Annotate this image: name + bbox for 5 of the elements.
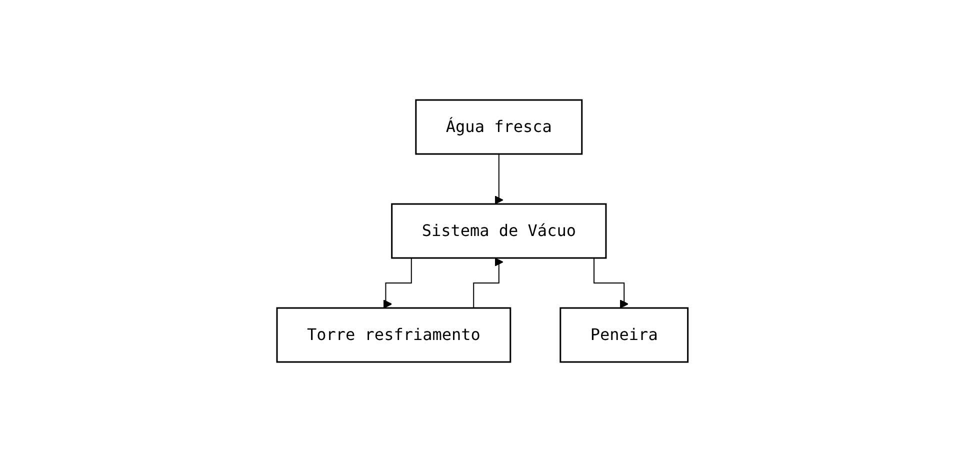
node-box: Peneira [559, 307, 688, 363]
node-box: Sistema de Vácuo [390, 203, 606, 259]
node-box: Torre resfriamento [276, 307, 511, 363]
node-box: Água fresca [414, 99, 582, 155]
arrow [494, 154, 503, 204]
